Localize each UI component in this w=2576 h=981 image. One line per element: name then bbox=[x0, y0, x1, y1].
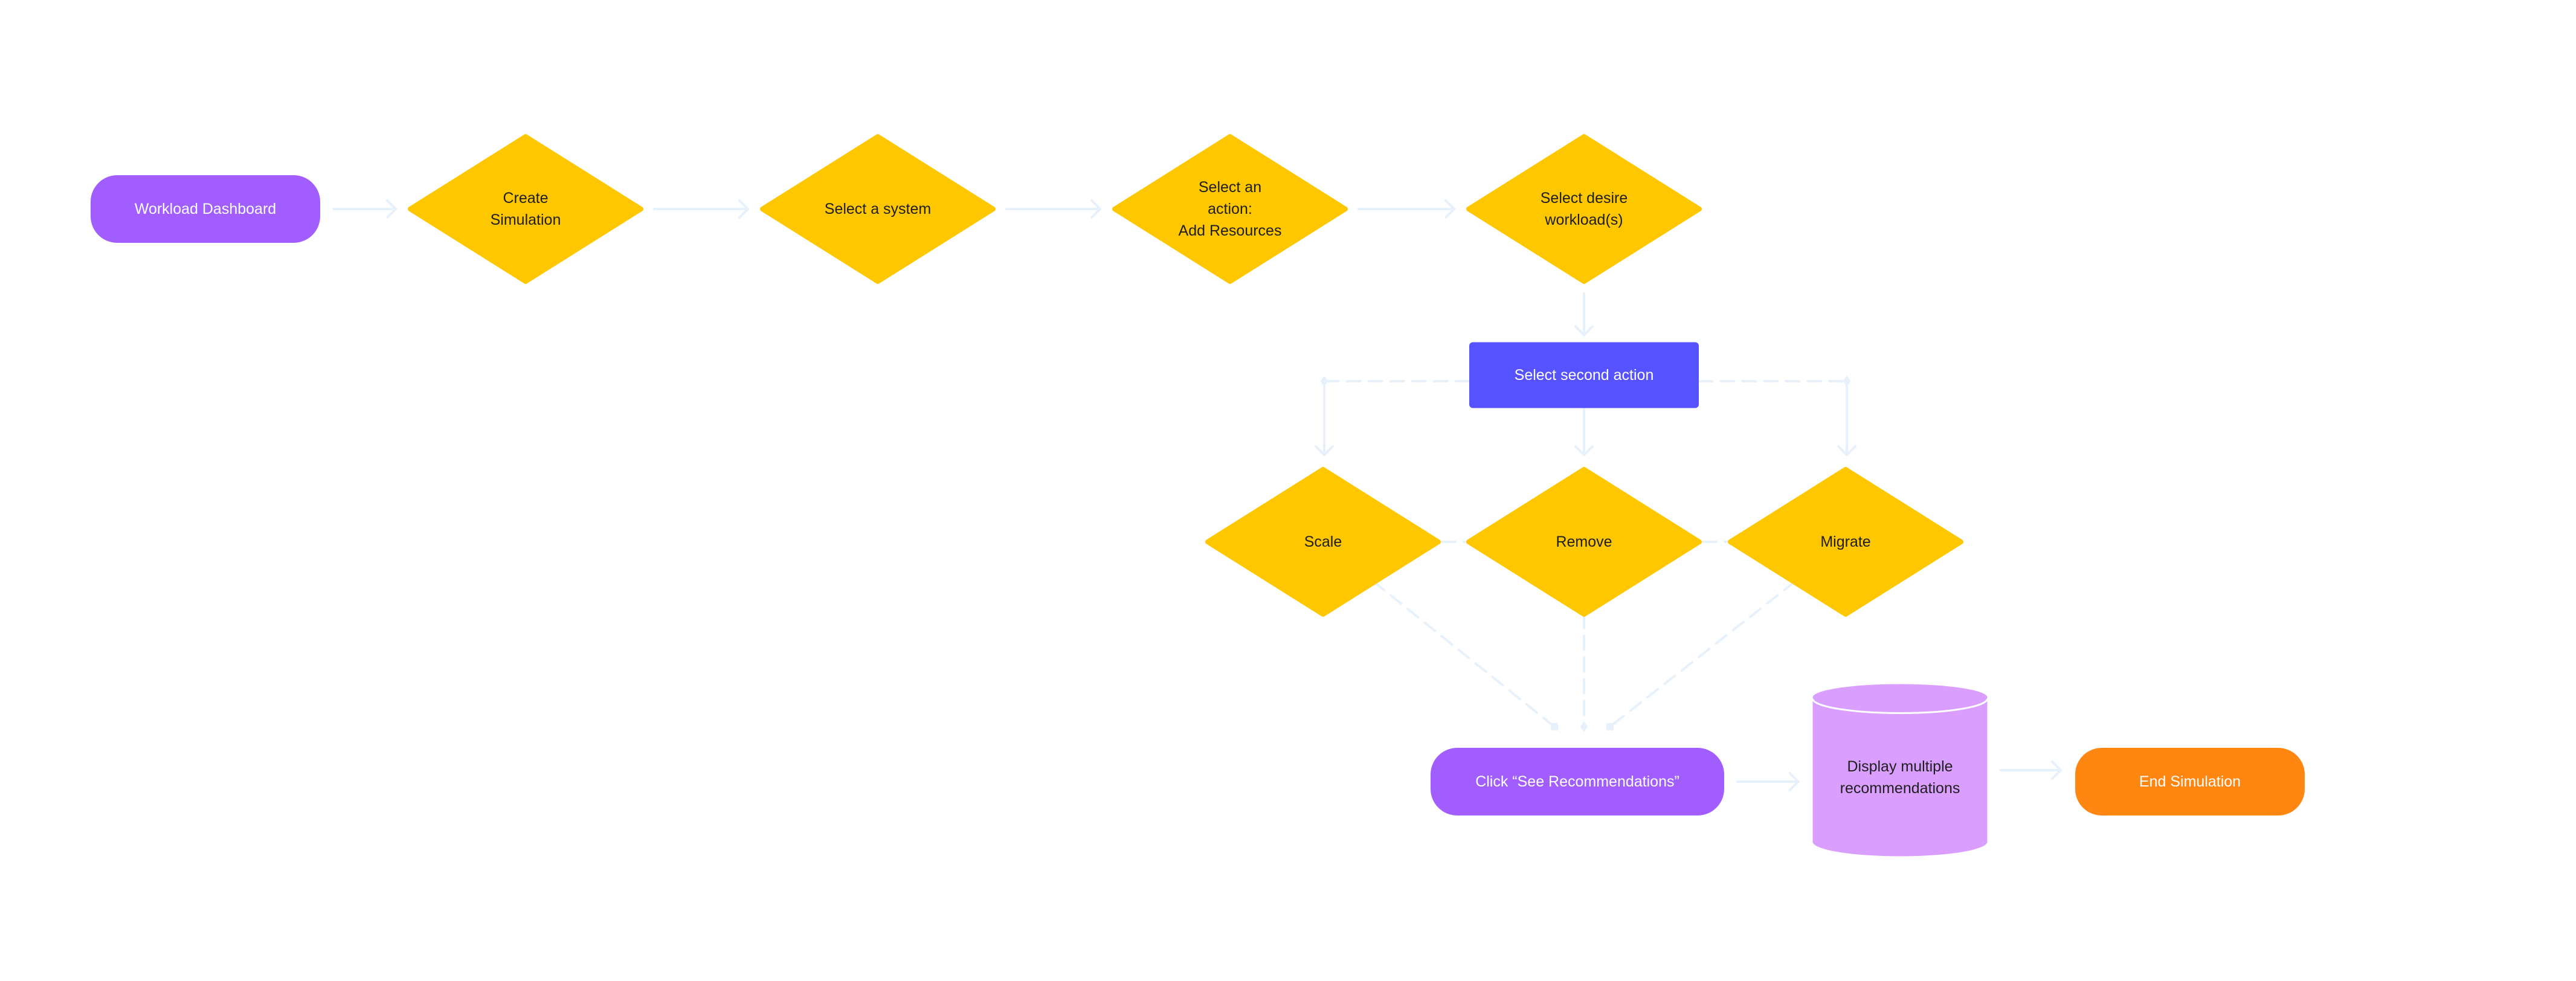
node-label-remove: Remove bbox=[1556, 533, 1612, 550]
node-scale[interactable]: Scale bbox=[1205, 467, 1441, 617]
pill-shape bbox=[1431, 748, 1724, 815]
node-label-end-simulation: End Simulation bbox=[2139, 773, 2241, 790]
node-remove[interactable]: Remove bbox=[1466, 467, 1702, 617]
connector-endpoint-marker bbox=[1550, 722, 1559, 731]
diamond-shape bbox=[1466, 467, 1702, 617]
connector-endpoint-marker bbox=[1843, 376, 1851, 387]
edge-display-recommendations-to-end-simulation[interactable] bbox=[1999, 761, 2062, 780]
node-workload-dashboard[interactable]: Workload Dashboard bbox=[91, 175, 320, 243]
arrowhead-icon bbox=[1444, 199, 1456, 219]
rectangle-shape bbox=[1469, 342, 1699, 408]
node-select-action[interactable]: Select an action: Add Resources bbox=[1112, 134, 1348, 284]
node-select-workloads[interactable]: Select desire workload(s) bbox=[1466, 134, 1702, 284]
arrowhead-icon bbox=[386, 199, 398, 219]
node-label-line: End Simulation bbox=[2139, 773, 2241, 790]
diamond-shape bbox=[1112, 134, 1348, 284]
arrowhead-icon bbox=[1315, 445, 1334, 457]
edge-select-second-action-to-migrate[interactable] bbox=[1698, 376, 1856, 457]
node-display-recommendations[interactable]: Display multiple recommendations bbox=[1812, 683, 1988, 857]
node-label-line: Remove bbox=[1556, 533, 1612, 550]
node-migrate[interactable]: Migrate bbox=[1728, 467, 1963, 617]
cylinder-shape bbox=[1812, 683, 1988, 857]
node-label-line: Click “See Recommendations” bbox=[1475, 773, 1679, 790]
node-label-scale: Scale bbox=[1304, 533, 1342, 550]
node-see-recommendations[interactable]: Click “See Recommendations” bbox=[1431, 748, 1724, 815]
node-label-select-workloads: Select desire workload(s) bbox=[1541, 190, 1628, 228]
node-label-select-second-action: Select second action bbox=[1515, 367, 1654, 384]
node-label-line: Select desire bbox=[1541, 190, 1628, 207]
edge-migrate-to-see-recommendations[interactable] bbox=[1606, 577, 1799, 731]
node-label-line: action: bbox=[1208, 201, 1252, 217]
arrowhead-icon bbox=[1090, 199, 1102, 219]
node-label-display-recommendations: Display multiple recommendations bbox=[1840, 758, 1960, 797]
diamond-shape bbox=[1466, 134, 1702, 284]
arrowhead-icon bbox=[2051, 761, 2062, 780]
node-label-line: Select a system bbox=[825, 201, 931, 217]
diamond-shape bbox=[1205, 467, 1441, 617]
node-label-line: recommendations bbox=[1840, 780, 1960, 797]
connector-endpoint-marker bbox=[1580, 721, 1588, 732]
node-label-line: Display multiple bbox=[1847, 758, 1953, 775]
edge-create-simulation-to-select-system[interactable] bbox=[653, 199, 750, 219]
edge-workload-dashboard-to-create-simulation[interactable] bbox=[332, 199, 398, 219]
edge-select-action-to-select-workloads[interactable] bbox=[1357, 199, 1456, 219]
node-label-line: Select second action bbox=[1515, 367, 1654, 384]
node-label-select-action: Select an action: Add Resources bbox=[1179, 179, 1282, 239]
node-label-migrate: Migrate bbox=[1820, 533, 1870, 550]
pill-shape bbox=[2075, 748, 2305, 815]
connector-endpoint-marker bbox=[1606, 722, 1614, 731]
node-end-simulation[interactable]: End Simulation bbox=[2075, 748, 2305, 815]
node-label-line: Create bbox=[503, 190, 548, 207]
node-label-line: Scale bbox=[1304, 533, 1342, 550]
node-label-line: Add Resources bbox=[1179, 222, 1282, 239]
arrowhead-icon bbox=[1837, 445, 1856, 457]
arrowhead-icon bbox=[1574, 325, 1594, 337]
arrowhead-icon bbox=[738, 199, 750, 219]
node-label-workload-dashboard: Workload Dashboard bbox=[135, 201, 276, 217]
diamond-shape bbox=[760, 134, 996, 284]
edge-select-workloads-to-select-second-action[interactable] bbox=[1574, 292, 1594, 337]
node-label-line: workload(s) bbox=[1544, 211, 1623, 228]
diamond-shape bbox=[408, 134, 643, 284]
node-label-see-recommendations: Click “See Recommendations” bbox=[1475, 773, 1679, 790]
connector-endpoint-marker bbox=[1320, 376, 1328, 387]
edge-select-second-action-to-remove[interactable] bbox=[1574, 407, 1594, 457]
edge-scale-to-see-recommendations[interactable] bbox=[1370, 577, 1559, 731]
edge-remove-to-see-recommendations[interactable] bbox=[1580, 613, 1588, 732]
pill-shape bbox=[91, 175, 320, 243]
node-label-line: Migrate bbox=[1820, 533, 1870, 550]
edge-select-second-action-to-scale[interactable] bbox=[1315, 376, 1470, 457]
node-label-line: Select an bbox=[1199, 179, 1261, 196]
node-select-second-action[interactable]: Select second action bbox=[1469, 342, 1699, 408]
node-label-select-system: Select a system bbox=[825, 201, 931, 217]
edge-select-system-to-select-action[interactable] bbox=[1005, 199, 1102, 219]
edge-see-recommendations-to-display-recommendations[interactable] bbox=[1736, 772, 1800, 791]
arrowhead-icon bbox=[1574, 445, 1594, 457]
node-label-line: Simulation bbox=[491, 211, 561, 228]
node-select-system[interactable]: Select a system bbox=[760, 134, 996, 284]
node-label-line: Workload Dashboard bbox=[135, 201, 276, 217]
arrowhead-icon bbox=[1788, 772, 1800, 791]
diamond-shape bbox=[1728, 467, 1963, 617]
